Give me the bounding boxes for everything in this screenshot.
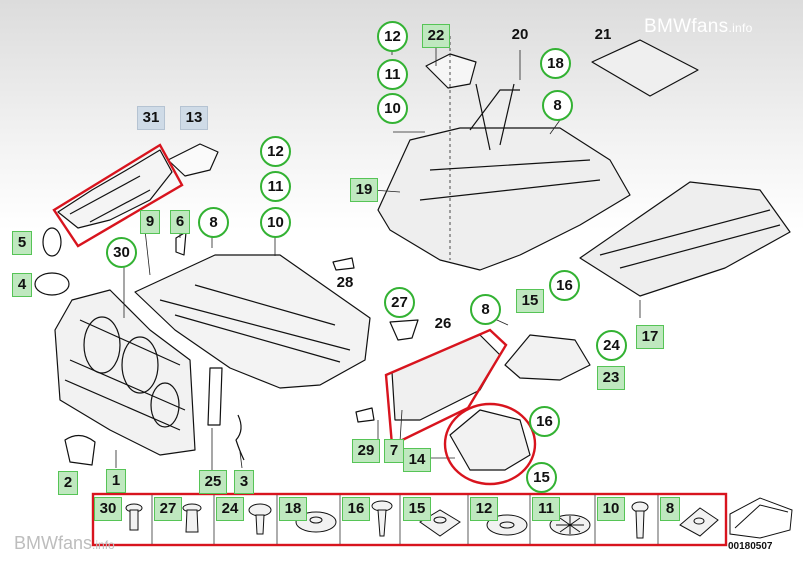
flap-part — [64, 434, 96, 466]
fastener-label-10: 10 — [597, 497, 625, 521]
callout-11: 11 — [260, 171, 291, 202]
callout-5: 5 — [12, 231, 32, 255]
callout-11: 11 — [377, 59, 408, 90]
clip-29-part — [355, 407, 375, 423]
bracket-26-part — [389, 319, 419, 341]
callout-1: 1 — [106, 469, 126, 493]
underbody-shield-center-part — [134, 254, 371, 389]
small-bracket-part — [332, 257, 355, 271]
callout-4: 4 — [12, 273, 32, 297]
callout-20: 20 — [511, 26, 529, 43]
callout-16: 16 — [549, 270, 580, 301]
callout-19: 19 — [350, 178, 378, 202]
fastener-label-16: 16 — [342, 497, 370, 521]
callout-8: 8 — [470, 294, 501, 325]
highlight-box-7 — [384, 328, 508, 447]
callout-22: 22 — [422, 24, 450, 48]
clip-rivet-icon — [248, 503, 272, 535]
callout-8: 8 — [198, 207, 229, 238]
push-rivet-icon — [125, 503, 143, 531]
fastener-label-27: 27 — [154, 497, 182, 521]
fastener-label-18: 18 — [279, 497, 307, 521]
fastener-label-30: 30 — [94, 497, 122, 521]
callout-10: 10 — [260, 207, 291, 238]
callout-31: 31 — [137, 106, 165, 130]
callout-24: 24 — [596, 330, 627, 361]
callout-17: 17 — [636, 325, 664, 349]
callout-26: 26 — [434, 315, 452, 332]
callout-25: 25 — [199, 470, 227, 494]
star-washer-icon — [549, 514, 591, 536]
grille-frame-part — [54, 289, 196, 456]
clip-nut-icon — [679, 507, 719, 537]
fastener-label-8: 8 — [660, 497, 680, 521]
shield-14-part — [449, 409, 531, 471]
callout-15: 15 — [526, 462, 557, 493]
highlight-box-31 — [52, 143, 184, 248]
strip-part — [207, 367, 223, 426]
callout-12: 12 — [260, 136, 291, 167]
reference-arrow-icon — [729, 497, 793, 539]
underbody-shield-rear-part — [377, 127, 631, 271]
fastener-label-24: 24 — [216, 497, 244, 521]
callout-23: 23 — [597, 366, 625, 390]
ring-part — [42, 227, 62, 257]
watermark-bottom: BMWfans.info — [14, 533, 115, 553]
callout-9: 9 — [140, 210, 160, 234]
callout-21: 21 — [594, 26, 612, 43]
callout-8: 8 — [542, 90, 573, 121]
wheel-arch-shield-part — [391, 334, 501, 421]
panel-21-part — [591, 39, 699, 97]
bracket-part — [175, 231, 187, 256]
expanding-rivet-icon — [182, 503, 202, 533]
panel-22-part — [425, 53, 477, 89]
callout-29: 29 — [352, 439, 380, 463]
highlight-circle-14 — [443, 402, 537, 486]
callout-10: 10 — [377, 93, 408, 124]
screw-icon — [371, 500, 393, 537]
bolt-icon — [631, 501, 649, 539]
callout-30: 30 — [106, 237, 137, 268]
callout-2: 2 — [58, 471, 78, 495]
oval-cap-part — [34, 272, 70, 296]
callout-7: 7 — [384, 439, 404, 463]
callout-6: 6 — [170, 210, 190, 234]
fastener-label-15: 15 — [403, 497, 431, 521]
reference-number: 00180507 — [728, 541, 773, 552]
callout-16: 16 — [529, 406, 560, 437]
cover-plate-part — [167, 143, 219, 177]
bracket-23-part — [504, 334, 591, 381]
callout-28: 28 — [336, 274, 354, 291]
callout-27: 27 — [384, 287, 415, 318]
fastener-label-11: 11 — [532, 497, 560, 521]
callout-3: 3 — [234, 470, 254, 494]
callout-18: 18 — [540, 48, 571, 79]
fastener-label-12: 12 — [470, 497, 498, 521]
callout-15: 15 — [516, 289, 544, 313]
hose-part — [235, 414, 245, 461]
brace-20-part — [475, 83, 515, 151]
floor-panel-right-part — [579, 181, 791, 297]
fastener-strip-frame — [91, 492, 728, 547]
callout-12: 12 — [377, 21, 408, 52]
callout-14: 14 — [403, 448, 431, 472]
callout-13: 13 — [180, 106, 208, 130]
watermark-top: BMWfans.info — [644, 16, 753, 37]
